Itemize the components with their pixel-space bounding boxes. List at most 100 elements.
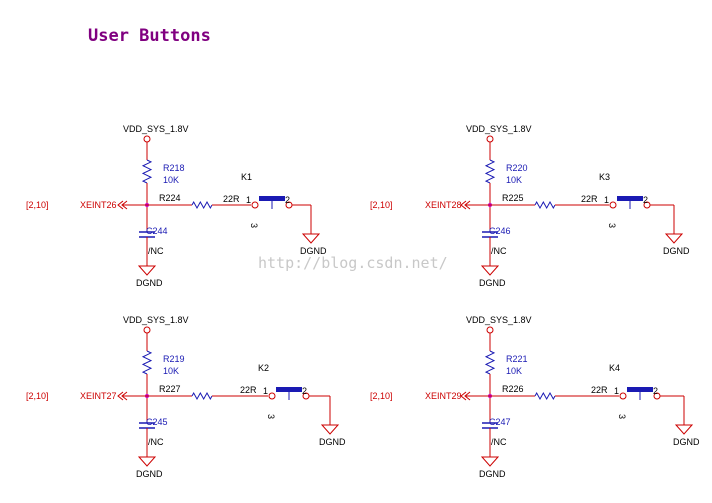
switch-ground-label: DGND [673,437,700,447]
pullup-value: 10K [163,366,179,376]
switch-pin1 [609,201,617,209]
net-label: XEINT29 [425,391,462,401]
switch-actuator [259,196,285,201]
ground-symbol [674,424,694,435]
pullup-ref: R221 [506,354,528,364]
series-ref: R224 [159,193,181,203]
capacitor-ground-label: DGND [136,278,163,288]
switch-actuator [276,387,302,392]
pullup-ref: R220 [506,163,528,173]
switch-actuator [617,196,643,201]
switch-pin1 [268,392,276,400]
series-value: 22R [240,385,257,395]
net-arrow [460,200,471,210]
pullup-value: 10K [506,175,522,185]
pullup-ref: R218 [163,163,185,173]
net-arrow [460,391,471,401]
ground-symbol [137,265,157,276]
series-value: 22R [591,385,608,395]
series-value: 22R [581,194,598,204]
switch-pin1 [251,201,259,209]
switch-pin3-label: 3 [607,223,617,228]
sheet-ref: [2,10] [26,391,49,401]
supply-label: VDD_SYS_1.8V [123,124,189,134]
net-arrow [117,391,128,401]
switch-pin2-label: 2 [285,195,290,205]
pullup-value: 10K [506,366,522,376]
capacitor-note: /NC [148,246,164,256]
sheet-ref: [2,10] [370,200,393,210]
page-title: User Buttons [88,26,211,46]
switch-pin2-label: 2 [653,386,658,396]
capacitor-note: /NC [491,246,507,256]
sheet-ref: [2,10] [26,200,49,210]
button-circuit-k2: VDD_SYS_1.8V R219 10K XEINT27 [2,10] R227 22R K… [26,315,346,479]
button-circuit-k4: VDD_SYS_1.8V R221 10K XEINT29 [2,10] R226 22R K… [370,315,700,479]
switch-ref: K4 [609,363,620,373]
supply-label: VDD_SYS_1.8V [123,315,189,325]
switch-pin3-label: 3 [249,223,259,228]
switch-pin1-label: 1 [614,386,619,396]
button-circuit-k1: VDD_SYS_1.8V R218 10K XEINT26 [2,10] R224 22R K… [26,124,327,288]
pullup-ref: R219 [163,354,185,364]
series-resistor [191,200,213,210]
series-value: 22R [223,194,240,204]
supply-terminal [143,326,151,334]
pullup-resistor [141,159,153,184]
series-resistor [534,200,556,210]
series-ref: R226 [502,384,524,394]
button-circuit-k3: VDD_SYS_1.8V R220 10K XEINT28 [2,10] R225 22R K… [370,124,690,288]
pullup-resistor [484,350,496,375]
capacitor-ground-label: DGND [136,469,163,479]
net-label: XEINT28 [425,200,462,210]
supply-label: VDD_SYS_1.8V [466,315,532,325]
series-resistor [191,391,213,401]
switch-pin3-label: 3 [266,414,276,419]
switch-pin1-label: 1 [263,386,268,396]
switch-pin1 [619,392,627,400]
switch-ground-label: DGND [663,246,690,256]
pullup-resistor [484,159,496,184]
switch-pin3-label: 3 [617,414,627,419]
supply-terminal [486,326,494,334]
net-arrow [117,200,128,210]
switch-actuator [627,387,653,392]
switch-pin1-label: 1 [246,195,251,205]
net-label: XEINT27 [80,391,117,401]
series-ref: R225 [502,193,524,203]
ground-symbol [480,265,500,276]
ground-symbol [137,456,157,467]
capacitor-ref: C244 [146,226,168,236]
switch-ref: K1 [241,172,252,182]
switch-ref: K3 [599,172,610,182]
capacitor-ground-label: DGND [479,469,506,479]
capacitor-note: /NC [148,437,164,447]
net-label: XEINT26 [80,200,117,210]
watermark: http://blog.csdn.net/ [258,254,448,272]
series-ref: R227 [159,384,181,394]
sheet-ref: [2,10] [370,391,393,401]
ground-symbol [301,233,321,244]
switch-ground-label: DGND [319,437,346,447]
switch-pin1-label: 1 [604,195,609,205]
supply-terminal [486,135,494,143]
switch-pin2-label: 2 [643,195,648,205]
switch-pin2-label: 2 [302,386,307,396]
supply-label: VDD_SYS_1.8V [466,124,532,134]
circuits-layer: VDD_SYS_1.8V R218 10K XEINT26 [2,10] R224 22R K… [26,124,700,479]
series-resistor [534,391,556,401]
capacitor-note: /NC [491,437,507,447]
supply-terminal [143,135,151,143]
ground-symbol [320,424,340,435]
capacitor-ref: C246 [489,226,511,236]
capacitor-ground-label: DGND [479,278,506,288]
pullup-value: 10K [163,175,179,185]
ground-symbol [480,456,500,467]
switch-ground-label: DGND [300,246,327,256]
switch-ref: K2 [258,363,269,373]
capacitor-ref: C247 [489,417,511,427]
capacitor-ref: C245 [146,417,168,427]
ground-symbol [664,233,684,244]
pullup-resistor [141,350,153,375]
